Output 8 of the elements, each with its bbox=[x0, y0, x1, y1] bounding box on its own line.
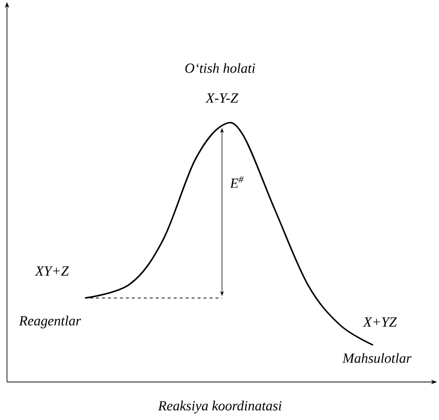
axis-label: Reaksiya koordinatasi bbox=[158, 400, 282, 414]
formula-label: XY+Z bbox=[34, 266, 69, 276]
state-label: Reagentlar bbox=[18, 316, 82, 328]
energy-label: E$^{#}$ bbox=[229, 175, 245, 189]
formula-label: X-Y-Z bbox=[205, 93, 238, 103]
formula-label: X+YZ bbox=[362, 317, 397, 327]
state-label: Mahsulotlar bbox=[342, 353, 412, 363]
state-label: O‘tish holati bbox=[185, 63, 256, 73]
